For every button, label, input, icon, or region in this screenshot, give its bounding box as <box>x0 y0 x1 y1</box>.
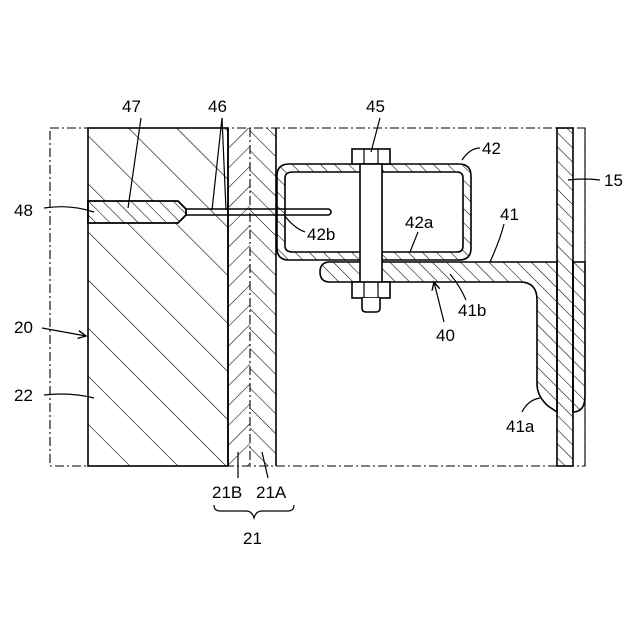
label-40: 40 <box>436 326 455 345</box>
leader-15 <box>568 179 600 180</box>
leader-20 <box>42 328 86 336</box>
wall-22 <box>88 128 228 466</box>
bolt-shank <box>360 164 382 294</box>
anchor-48-hatch <box>88 201 186 223</box>
label-42: 42 <box>482 139 501 158</box>
leader-42a <box>410 232 418 252</box>
wall-15-weld <box>573 262 585 412</box>
leader-45 <box>371 118 380 152</box>
label-42b: 42b <box>307 225 335 244</box>
label-21A: 21A <box>256 483 287 502</box>
label-21: 21 <box>243 529 262 548</box>
leader-40 <box>434 282 444 322</box>
leader-22 <box>44 394 94 398</box>
leader-41a <box>522 398 540 412</box>
label-46: 46 <box>208 97 227 116</box>
bolt-nut <box>352 282 390 298</box>
label-41: 41 <box>500 205 519 224</box>
label-45: 45 <box>366 97 385 116</box>
bolt-tip <box>362 298 380 312</box>
brace-21 <box>214 505 294 518</box>
label-20: 20 <box>14 318 33 337</box>
label-42a: 42a <box>405 213 434 232</box>
label-22: 22 <box>14 386 33 405</box>
leader-41 <box>490 224 504 262</box>
label-15: 15 <box>604 171 623 190</box>
leader-42 <box>462 148 480 160</box>
wall-15 <box>557 128 573 466</box>
wire-46-end <box>328 209 331 215</box>
label-21B: 21B <box>212 483 242 502</box>
label-41b: 41b <box>458 301 486 320</box>
wall-21A <box>250 128 276 466</box>
label-41a: 41a <box>506 417 535 436</box>
leader-42b <box>284 215 305 232</box>
leader-48 <box>44 207 94 212</box>
label-48: 48 <box>14 201 33 220</box>
label-47: 47 <box>122 97 141 116</box>
wall-21B <box>228 128 250 466</box>
